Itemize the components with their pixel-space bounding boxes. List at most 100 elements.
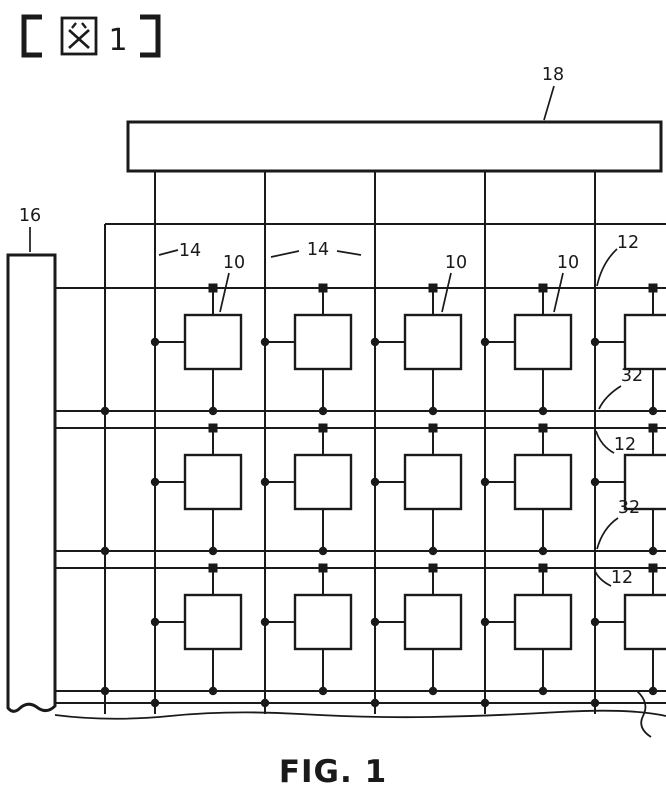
memory-cell xyxy=(183,453,243,511)
callout-32-1: 32 xyxy=(621,366,643,386)
memory-cell xyxy=(293,453,353,511)
junction-dot xyxy=(370,698,380,708)
callout-32-2: 32 xyxy=(618,498,640,518)
junction-dot xyxy=(538,546,548,556)
memory-cell xyxy=(183,313,243,371)
cell-array-grid xyxy=(55,171,666,714)
junction-dot xyxy=(150,698,160,708)
junction-dot xyxy=(208,546,218,556)
junction-dot xyxy=(428,406,438,416)
leader-12-3 xyxy=(594,570,612,587)
junction-dot xyxy=(318,686,328,696)
junction-dot xyxy=(150,617,160,627)
callout-12-2: 12 xyxy=(614,435,636,455)
memory-cell xyxy=(403,313,463,371)
junction-dot xyxy=(538,406,548,416)
memory-cell xyxy=(293,593,353,651)
junction-dot xyxy=(260,477,270,487)
junction-dot xyxy=(648,406,658,416)
leader-10-2 xyxy=(441,272,452,313)
callout-14-1: 14 xyxy=(179,241,201,261)
junction-square xyxy=(208,283,218,293)
junction-square xyxy=(538,423,548,433)
junction-dot xyxy=(318,546,328,556)
leader-18 xyxy=(543,85,555,121)
left-lenticular-bracket-icon xyxy=(21,14,42,58)
junction-dot xyxy=(208,686,218,696)
junction-dot xyxy=(100,686,110,696)
corner-tear-line xyxy=(636,690,652,738)
junction-dot xyxy=(100,546,110,556)
figure-caption: FIG. 1 xyxy=(278,754,388,790)
junction-dot xyxy=(150,477,160,487)
junction-dot xyxy=(480,337,490,347)
leader-14-2a xyxy=(270,250,300,258)
callout-14-2: 14 xyxy=(307,240,329,260)
junction-dot xyxy=(480,698,490,708)
junction-square xyxy=(318,423,328,433)
junction-square xyxy=(428,423,438,433)
memory-cell xyxy=(513,593,573,651)
junction-dot xyxy=(260,698,270,708)
junction-dot xyxy=(428,686,438,696)
junction-dot xyxy=(260,617,270,627)
junction-dot xyxy=(590,477,600,487)
junction-dot xyxy=(590,337,600,347)
junction-dot xyxy=(370,477,380,487)
junction-dot xyxy=(428,546,438,556)
leader-14-2b xyxy=(336,250,362,256)
junction-dot xyxy=(590,617,600,627)
leader-32-2 xyxy=(596,517,619,550)
junction-square xyxy=(318,563,328,573)
junction-dot xyxy=(100,406,110,416)
bottom-tear-line xyxy=(54,709,666,720)
callout-10-1: 10 xyxy=(223,253,245,273)
leader-14-1 xyxy=(158,249,179,256)
figure-label: 1 xyxy=(21,14,161,58)
leader-12-1 xyxy=(596,248,618,287)
junction-square xyxy=(428,563,438,573)
junction-square xyxy=(208,423,218,433)
junction-square xyxy=(648,283,658,293)
memory-cell xyxy=(403,453,463,511)
junction-dot xyxy=(150,337,160,347)
leader-10-3 xyxy=(553,272,564,313)
junction-square xyxy=(538,563,548,573)
left-bus xyxy=(6,253,57,713)
memory-cell xyxy=(623,453,666,511)
junction-dot xyxy=(648,546,658,556)
junction-dot xyxy=(260,337,270,347)
junction-dot xyxy=(590,698,600,708)
memory-cell xyxy=(513,453,573,511)
junction-dot xyxy=(538,686,548,696)
junction-dot xyxy=(648,686,658,696)
junction-square xyxy=(538,283,548,293)
callout-10-3: 10 xyxy=(557,253,579,273)
callout-12-3: 12 xyxy=(611,568,633,588)
callout-16: 16 xyxy=(19,206,41,226)
junction-square xyxy=(208,563,218,573)
callout-10-2: 10 xyxy=(445,253,467,273)
callout-12-1: 12 xyxy=(617,233,639,253)
memory-cell xyxy=(623,313,666,371)
memory-cell xyxy=(513,313,573,371)
junction-square xyxy=(648,563,658,573)
junction-dot xyxy=(208,406,218,416)
junction-dot xyxy=(480,477,490,487)
memory-cell xyxy=(623,593,666,651)
memory-cell xyxy=(293,313,353,371)
memory-cell xyxy=(183,593,243,651)
junction-dot xyxy=(370,337,380,347)
junction-square xyxy=(318,283,328,293)
leader-32-1 xyxy=(598,385,622,410)
kanji-zu-glyph xyxy=(60,16,98,56)
junction-square xyxy=(428,283,438,293)
right-lenticular-bracket-icon xyxy=(140,14,161,58)
figure-number: 1 xyxy=(108,23,127,58)
junction-square xyxy=(648,423,658,433)
memory-cell xyxy=(403,593,463,651)
callout-18: 18 xyxy=(542,65,564,85)
leader-10-1 xyxy=(219,272,230,313)
